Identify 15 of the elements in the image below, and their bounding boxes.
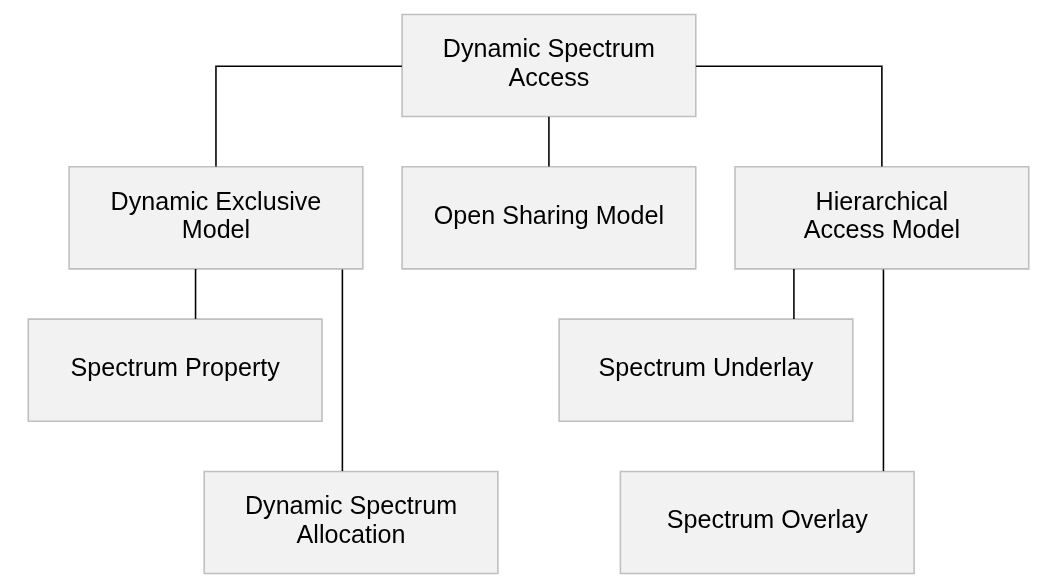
connector <box>547 115 550 168</box>
node-box: Spectrum Overlay <box>619 470 915 575</box>
node-box: Open Sharing Model <box>400 166 697 270</box>
node-box: Dynamic Spectrum Allocation <box>202 470 499 575</box>
node-box: Dynamic Spectrum Access <box>400 13 697 118</box>
connector <box>882 268 884 472</box>
node-box: Hierarchical Access Model <box>733 166 1029 270</box>
connector <box>194 268 196 320</box>
node-box: Dynamic Exclusive Model <box>67 166 364 270</box>
node-box: Spectrum Property <box>27 318 323 422</box>
connector <box>792 268 795 320</box>
node-box: Spectrum Underlay <box>557 318 854 422</box>
connector <box>214 65 403 168</box>
connector <box>341 268 343 472</box>
connector <box>694 65 883 168</box>
